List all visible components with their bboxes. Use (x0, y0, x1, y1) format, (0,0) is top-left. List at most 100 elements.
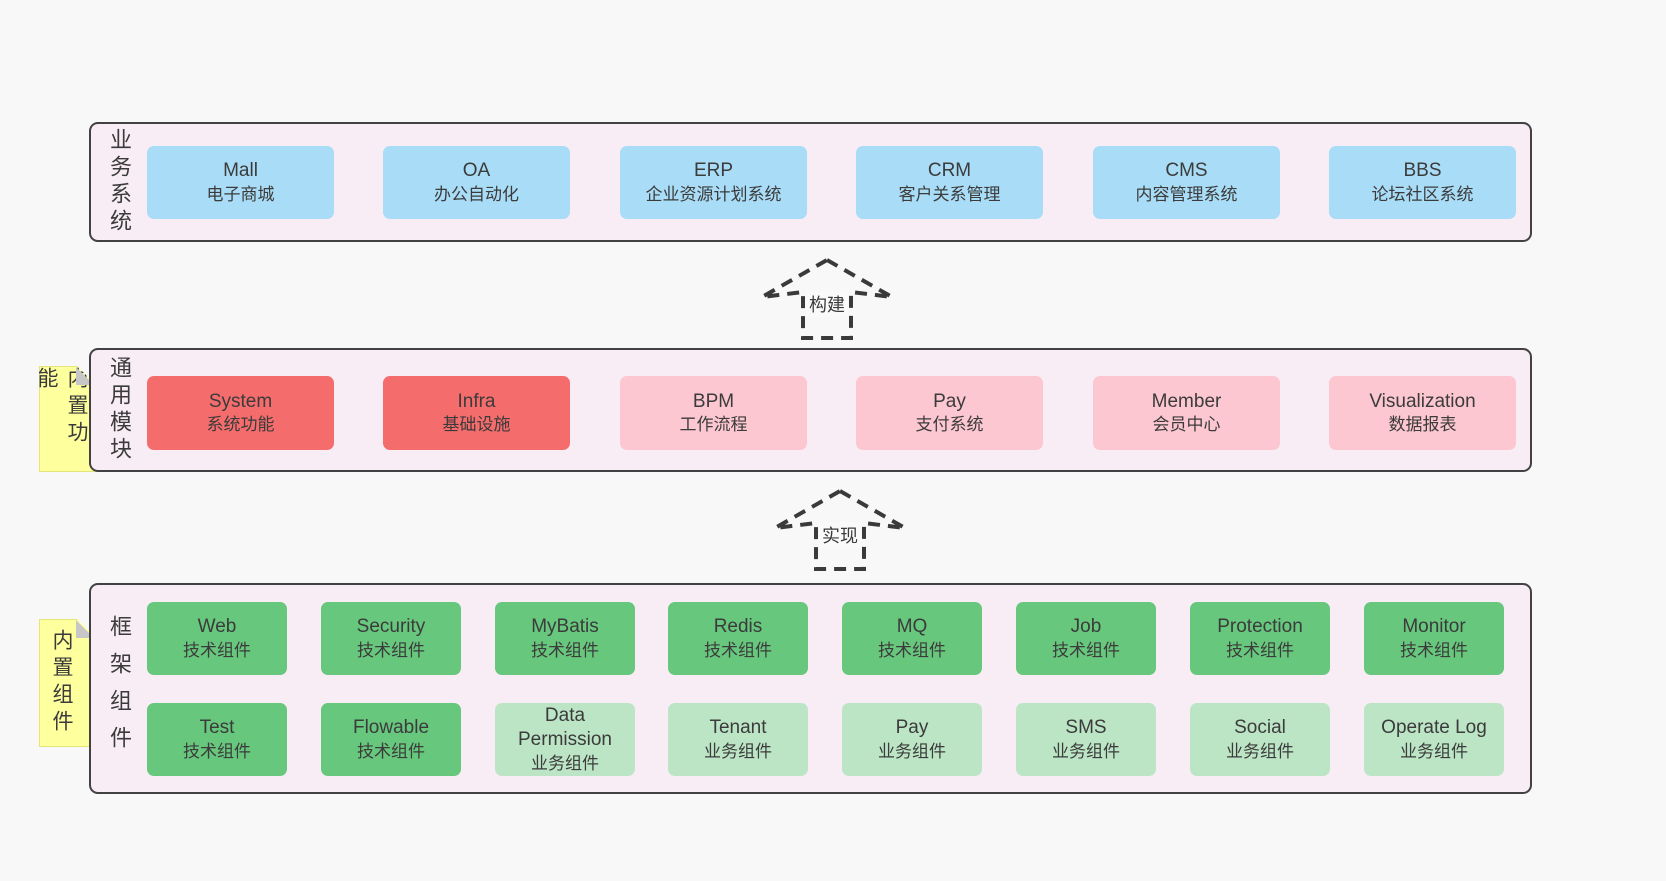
box-title: ERP (693, 160, 734, 182)
box-title: System (208, 390, 273, 412)
box-subtitle: 技术组件 (357, 640, 425, 660)
box-mq: MQ 技术组件 (842, 602, 982, 675)
dashed-up-arrow-icon (761, 257, 893, 340)
box-subtitle: 业务组件 (531, 754, 599, 774)
box-title: Flowable (352, 717, 430, 739)
box-security: Security 技术组件 (321, 602, 461, 675)
dashed-up-arrow-icon (774, 488, 906, 571)
box-crm: CRM 客户关系管理 (856, 146, 1043, 219)
box-job: Job 技术组件 (1016, 602, 1156, 675)
layer-framework-components: 框架组件 Web 技术组件 Security 技术组件 MyBatis 技术组件… (89, 583, 1532, 794)
box-subtitle: 技术组件 (1226, 640, 1294, 660)
box-subtitle: 业务组件 (1052, 741, 1120, 761)
layer-business-systems: 业务系统 Mall 电子商城 OA 办公自动化 ERP 企业资源计划系统 CRM… (89, 122, 1532, 242)
layer-common-modules: 通用模块 System 系统功能 Infra 基础设施 BPM 工作流程 Pay… (89, 348, 1532, 472)
box-mybatis: MyBatis 技术组件 (495, 602, 635, 675)
box-title: BPM (692, 390, 735, 412)
box-title: Operate Log (1381, 717, 1487, 739)
box-subtitle: 数据报表 (1388, 415, 1457, 435)
box-protection: Protection 技术组件 (1190, 602, 1330, 675)
box-subtitle: 技术组件 (1400, 640, 1468, 660)
box-subtitle: 办公自动化 (434, 184, 519, 204)
box-title: SMS (1065, 717, 1107, 739)
box-tenant: Tenant 业务组件 (668, 703, 808, 776)
box-title: Tenant (709, 717, 767, 739)
box-flowable: Flowable 技术组件 (321, 703, 461, 776)
sticky-tab-built-in-features: 内置功能 (39, 366, 95, 472)
box-title: Mall (223, 160, 258, 182)
box-pay-biz: Pay 业务组件 (842, 703, 982, 776)
box-operate-log: Operate Log 业务组件 (1364, 703, 1504, 776)
box-subtitle: 系统功能 (206, 415, 275, 435)
box-subtitle: 论坛社区系统 (1371, 184, 1474, 204)
box-subtitle: 业务组件 (704, 741, 772, 761)
box-subtitle: 技术组件 (1052, 640, 1120, 660)
arrow-build: 构建 (759, 257, 895, 341)
arrow-build-label: 构建 (806, 291, 848, 317)
box-title: Pay (895, 717, 929, 739)
box-mall: Mall 电子商城 (147, 146, 334, 219)
sticky-tab-label: 内置组件 (50, 629, 73, 737)
box-title: Protection (1217, 616, 1303, 638)
box-title: Visualization (1369, 390, 1476, 412)
box-subtitle: 客户关系管理 (898, 184, 1001, 204)
box-web: Web 技术组件 (147, 602, 287, 675)
box-title: CMS (1165, 160, 1208, 182)
box-title: Test (199, 717, 235, 739)
box-redis: Redis 技术组件 (668, 602, 808, 675)
box-title: Infra (457, 390, 496, 412)
box-social: Social 业务组件 (1190, 703, 1330, 776)
box-subtitle: 基础设施 (442, 415, 511, 435)
box-title: Monitor (1402, 616, 1466, 638)
box-subtitle: 业务组件 (1226, 741, 1294, 761)
box-subtitle: 技术组件 (878, 640, 946, 660)
box-subtitle: 技术组件 (357, 741, 425, 761)
box-title: Security (356, 616, 426, 638)
box-subtitle: 技术组件 (531, 640, 599, 660)
box-subtitle: 技术组件 (183, 640, 251, 660)
box-pay: Pay 支付系统 (856, 376, 1043, 450)
layer-title-business: 业务系统 (107, 128, 132, 236)
layer-title-common: 通用模块 (107, 356, 132, 464)
box-subtitle: 支付系统 (915, 415, 984, 435)
box-bpm: BPM 工作流程 (620, 376, 807, 450)
arrow-implement: 实现 (772, 488, 908, 572)
box-title: Data Permission (518, 704, 612, 751)
box-title: OA (462, 160, 491, 182)
box-system: System 系统功能 (147, 376, 334, 450)
box-title: Member (1151, 390, 1222, 412)
box-bbs: BBS 论坛社区系统 (1329, 146, 1516, 219)
box-cms: CMS 内容管理系统 (1093, 146, 1280, 219)
box-subtitle: 企业资源计划系统 (645, 184, 782, 204)
box-subtitle: 工作流程 (679, 415, 748, 435)
box-title: Social (1234, 717, 1286, 739)
box-data-permission: Data Permission 业务组件 (495, 703, 635, 776)
box-subtitle: 内容管理系统 (1135, 184, 1238, 204)
box-title: Pay (933, 390, 966, 412)
box-sms: SMS 业务组件 (1016, 703, 1156, 776)
box-monitor: Monitor 技术组件 (1364, 602, 1504, 675)
layer-title-framework: 框架组件 (107, 614, 132, 763)
sticky-tab-built-in-components: 内置组件 (39, 619, 95, 747)
box-oa: OA 办公自动化 (383, 146, 570, 219)
box-title: BBS (1403, 160, 1442, 182)
box-subtitle: 技术组件 (704, 640, 772, 660)
box-infra: Infra 基础设施 (383, 376, 570, 450)
box-subtitle: 技术组件 (183, 741, 251, 761)
box-title: Redis (713, 616, 763, 638)
box-subtitle: 会员中心 (1152, 415, 1221, 435)
box-erp: ERP 企业资源计划系统 (620, 146, 807, 219)
box-title: Job (1070, 616, 1102, 638)
box-title: MQ (896, 616, 928, 638)
box-title: MyBatis (531, 616, 599, 638)
box-subtitle: 电子商城 (206, 184, 275, 204)
box-title: Web (197, 616, 237, 638)
box-subtitle: 业务组件 (1400, 741, 1468, 761)
sticky-tab-label: 内置功能 (35, 367, 88, 448)
arrow-implement-label: 实现 (819, 522, 861, 548)
box-title: CRM (927, 160, 972, 182)
box-visualization: Visualization 数据报表 (1329, 376, 1516, 450)
box-test: Test 技术组件 (147, 703, 287, 776)
box-member: Member 会员中心 (1093, 376, 1280, 450)
